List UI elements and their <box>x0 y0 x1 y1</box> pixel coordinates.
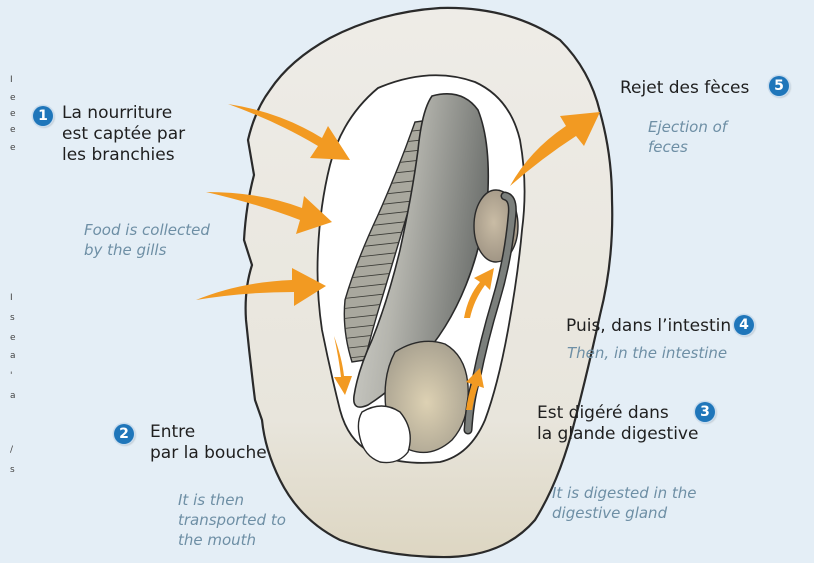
step-5-label-en: Ejection of feces <box>648 117 727 157</box>
step-5-number-badge: 5 <box>769 76 789 96</box>
svg-text:e: e <box>10 109 16 119</box>
step-1-label-en: Food is collected by the gills <box>84 220 210 260</box>
svg-text:s: s <box>10 465 15 475</box>
step-1-number-badge: 1 <box>33 106 53 126</box>
step-2-label-en: It is then transported to the mouth <box>178 490 286 550</box>
step-2-label-fr: Entre par la bouche <box>150 422 267 464</box>
svg-text:I: I <box>10 293 13 303</box>
svg-text:e: e <box>10 125 16 135</box>
step-1-label-fr: La nourriture est captée par les branchi… <box>62 103 185 166</box>
step-3-label-en: It is digested in the digestive gland <box>552 483 697 523</box>
svg-text:e: e <box>10 143 16 153</box>
step-2-number-badge: 2 <box>114 424 134 444</box>
svg-text:e: e <box>10 93 16 103</box>
svg-text:s: s <box>10 313 15 323</box>
svg-text:/: / <box>10 445 14 455</box>
svg-text:': ' <box>10 371 12 381</box>
step-4-label-fr: Puis, dans l’intestin <box>566 316 731 337</box>
step-4-number-badge: 4 <box>734 315 754 335</box>
svg-text:I: I <box>10 75 13 85</box>
svg-text:a: a <box>10 351 16 361</box>
step-4-label-en: Then, in the intestine <box>567 343 727 363</box>
step-3-label-fr: Est digéré dans la glande digestive <box>537 403 698 445</box>
svg-text:e: e <box>10 333 16 343</box>
svg-text:a: a <box>10 391 16 401</box>
step-5-label-fr: Rejet des fèces <box>620 78 749 99</box>
side-text-ticks: I e e e e I s e a ' a / s <box>10 75 16 475</box>
